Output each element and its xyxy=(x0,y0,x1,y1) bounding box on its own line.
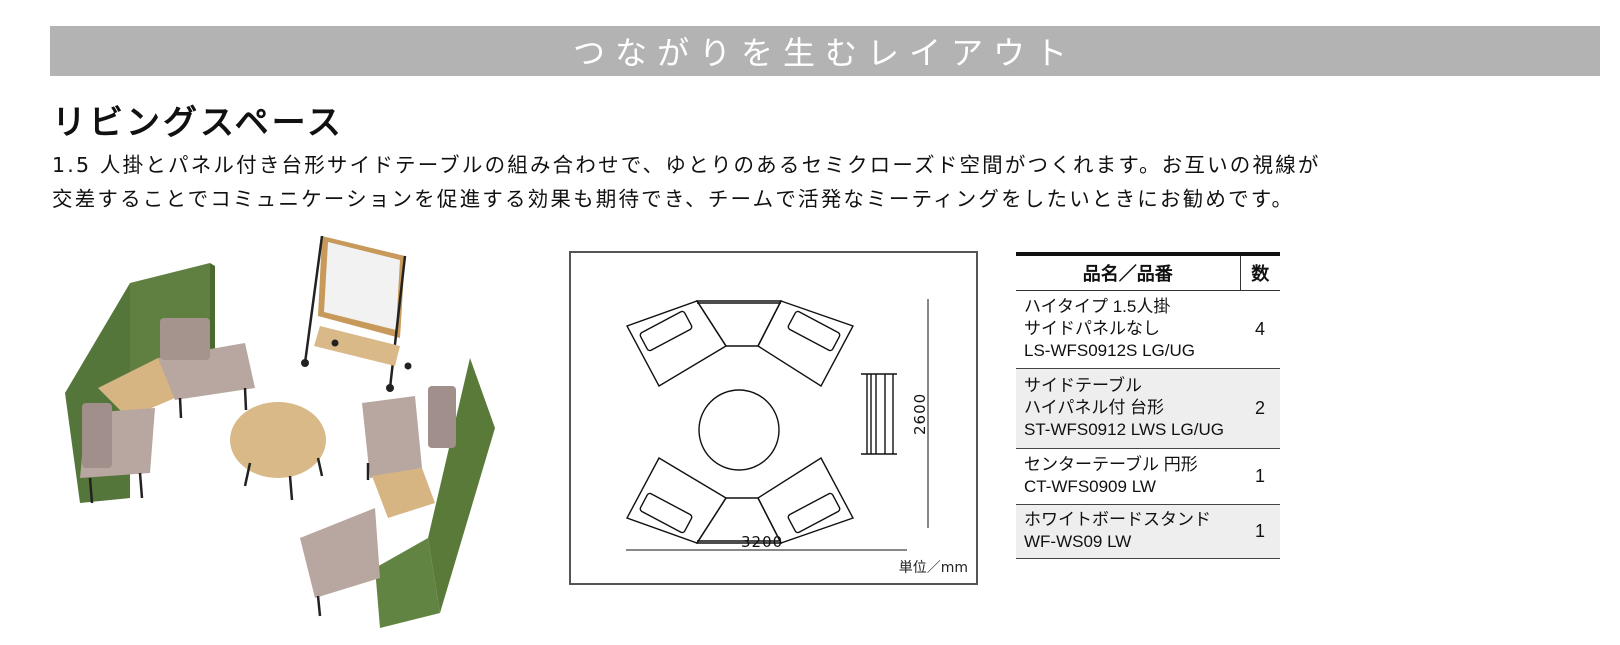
parts-table: 品名／品番 数 ハイタイプ 1.5人掛 サイドパネルなし LS-WFS0912S… xyxy=(1016,252,1280,559)
item-qty: 4 xyxy=(1240,290,1280,369)
header-qty: 数 xyxy=(1239,252,1280,291)
table-row: ホワイトボードスタンド WF-WS09 LW 1 xyxy=(1016,504,1280,559)
description-line-2: 交差することでコミュニケーションを促進する効果も期待でき、チームで活発なミーティ… xyxy=(52,187,1295,211)
item-name: ホワイトボードスタンド WF-WS09 LW xyxy=(1016,504,1240,559)
height-dimension-label: 2600 xyxy=(911,392,929,435)
banner-title: つながりを生むレイアウト xyxy=(572,34,1077,72)
table-row: ハイタイプ 1.5人掛 サイドパネルなし LS-WFS0912S LG/UG 4 xyxy=(1016,290,1280,369)
description-line-1: 1.5 人掛とパネル付き台形サイドテーブルの組み合わせで、ゆとりのあるセミクロー… xyxy=(52,153,1321,177)
item-qty: 2 xyxy=(1240,368,1280,449)
table-row: センターテーブル 円形 CT-WFS0909 LW 1 xyxy=(1016,448,1280,505)
floor-plan-diagram: 3200 2600 単位／mm xyxy=(569,251,978,585)
item-name: サイドテーブル ハイパネル付 台形 ST-WFS0912 LWS LG/UG xyxy=(1016,368,1240,449)
floor-plan-drawing xyxy=(626,299,929,551)
table-row: サイドテーブル ハイパネル付 台形 ST-WFS0912 LWS LG/UG 2 xyxy=(1016,368,1280,449)
unit-label: 単位／mm xyxy=(898,560,968,576)
product-photo xyxy=(50,218,520,638)
item-qty: 1 xyxy=(1240,504,1280,559)
table-header-row: 品名／品番 数 xyxy=(1016,252,1280,291)
header-name: 品名／品番 xyxy=(1016,252,1240,291)
section-title: リビングスペース xyxy=(52,103,344,143)
item-qty: 1 xyxy=(1240,448,1280,505)
item-name: ハイタイプ 1.5人掛 サイドパネルなし LS-WFS0912S LG/UG xyxy=(1016,290,1240,369)
width-dimension-label: 3200 xyxy=(741,533,784,551)
section-banner: つながりを生むレイアウト xyxy=(50,26,1600,76)
section-description: 1.5 人掛とパネル付き台形サイドテーブルの組み合わせで、ゆとりのあるセミクロー… xyxy=(52,148,1321,216)
item-name: センターテーブル 円形 CT-WFS0909 LW xyxy=(1016,448,1240,505)
